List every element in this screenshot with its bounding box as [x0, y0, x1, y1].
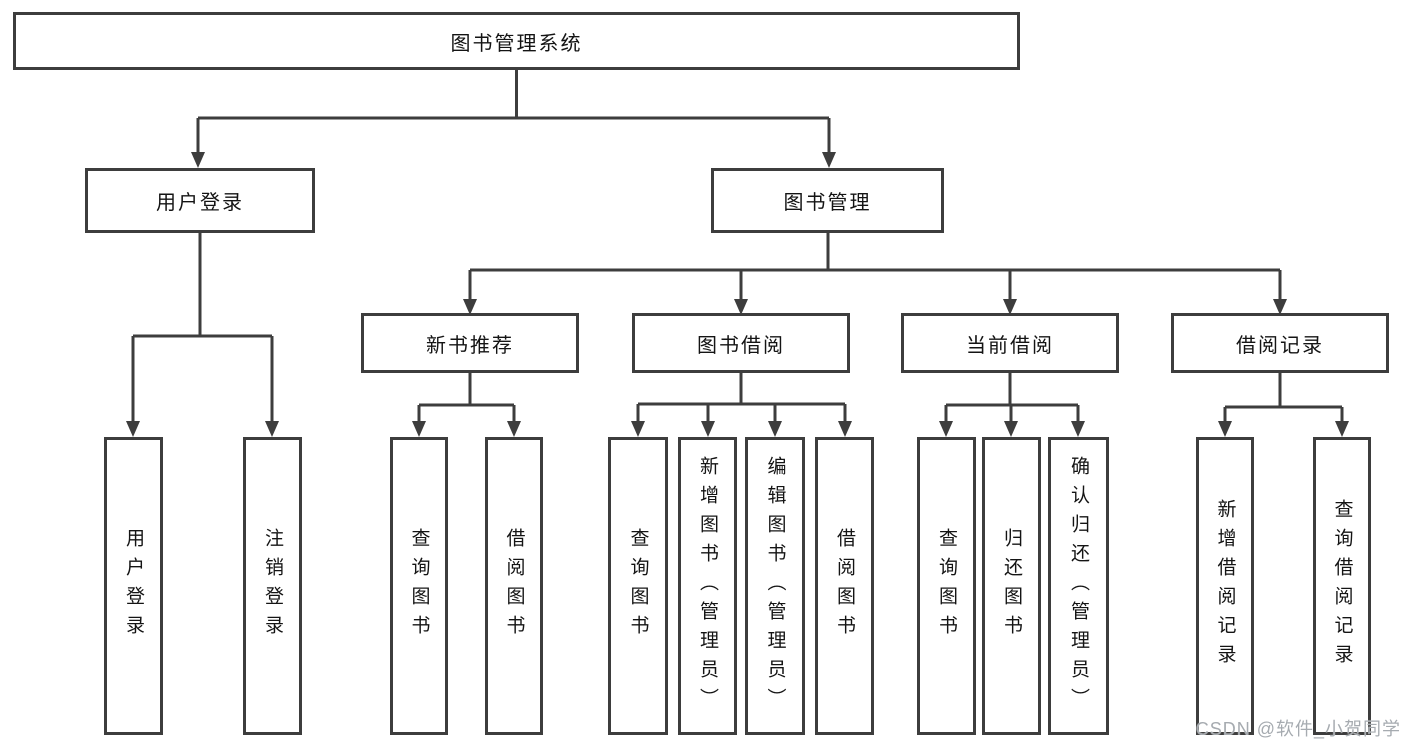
node-label: 新书推荐 [426, 334, 514, 357]
node-system-root: 图书管理系统 [13, 12, 1020, 70]
leaf-current-confirm-admin: 确认归还（管理员） [1048, 437, 1109, 735]
node-book-management: 图书管理 [711, 168, 944, 233]
node-label: 图书借阅 [697, 334, 785, 357]
leaf-label: 查询图书 [408, 528, 430, 644]
node-label: 当前借阅 [966, 334, 1054, 357]
watermark-text: CSDN @软件_小贺同学 [1195, 719, 1401, 739]
leaf-label: 查询借阅记录 [1331, 499, 1353, 673]
leaf-newbook-borrow: 借阅图书 [485, 437, 543, 735]
leaf-newbook-query: 查询图书 [390, 437, 448, 735]
node-user-login: 用户登录 [85, 168, 315, 233]
leaf-logout: 注销登录 [243, 437, 302, 735]
leaf-records-query: 查询借阅记录 [1313, 437, 1371, 735]
node-borrow-records: 借阅记录 [1171, 313, 1389, 373]
node-current-borrow: 当前借阅 [901, 313, 1119, 373]
leaf-label: 查询图书 [627, 528, 649, 644]
leaf-label: 确认归还（管理员） [1068, 455, 1089, 717]
leaf-label: 借阅图书 [834, 528, 855, 644]
node-book-borrow: 图书借阅 [632, 313, 850, 373]
leaf-label: 归还图书 [1001, 528, 1022, 644]
leaf-label: 查询图书 [936, 528, 957, 644]
leaf-label: 注销登录 [262, 528, 283, 644]
leaf-records-add: 新增借阅记录 [1196, 437, 1254, 735]
leaf-borrow-query: 查询图书 [608, 437, 668, 735]
leaf-label: 用户登录 [123, 528, 144, 644]
node-label: 借阅记录 [1236, 334, 1324, 357]
node-new-book-recommend: 新书推荐 [361, 313, 579, 373]
leaf-borrow-edit-admin: 编辑图书（管理员） [745, 437, 805, 735]
leaf-label: 借阅图书 [503, 528, 525, 644]
leaf-label: 新增图书（管理员） [697, 455, 718, 717]
node-label: 用户登录 [156, 192, 244, 214]
leaf-user-login: 用户登录 [104, 437, 163, 735]
leaf-label: 编辑图书（管理员） [764, 455, 786, 717]
leaf-label: 新增借阅记录 [1214, 499, 1236, 673]
node-label: 图书管理 [783, 192, 872, 214]
leaf-borrow-borrow: 借阅图书 [815, 437, 874, 735]
leaf-borrow-add-admin: 新增图书（管理员） [678, 437, 737, 735]
leaf-current-return: 归还图书 [982, 437, 1041, 735]
node-label: 图书管理系统 [450, 32, 583, 55]
leaf-current-query: 查询图书 [917, 437, 976, 735]
